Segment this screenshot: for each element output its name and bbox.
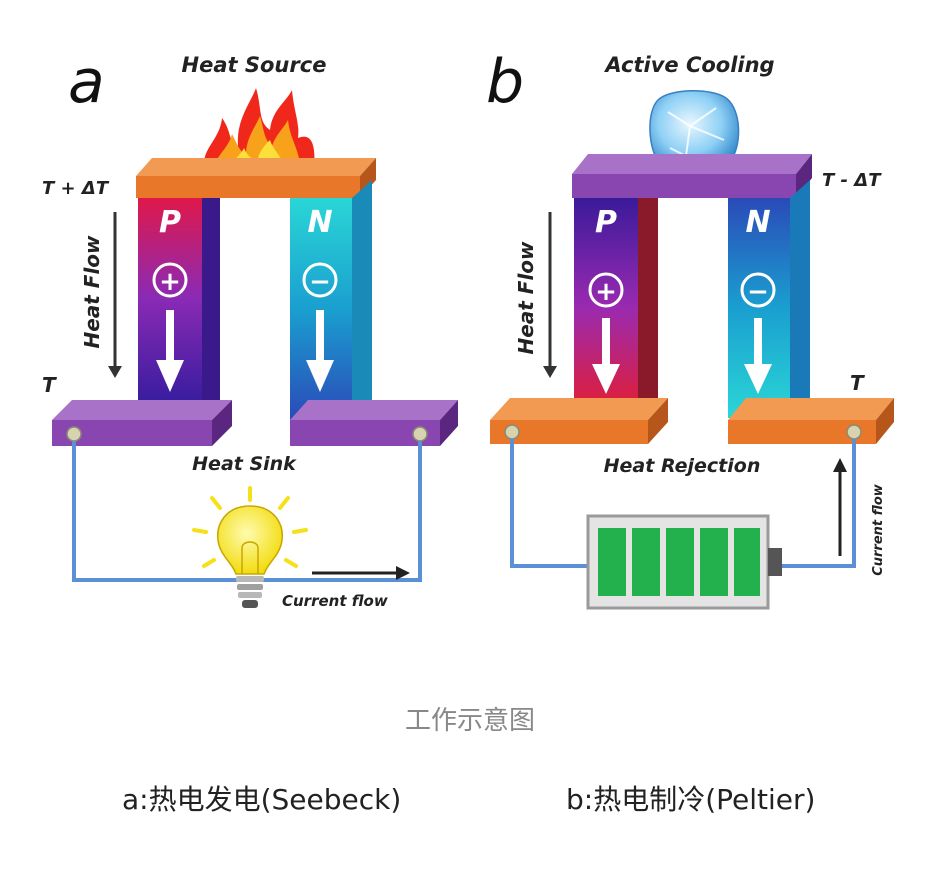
caption-seebeck: a:热电发电(Seebeck) xyxy=(122,783,402,816)
panel-b-n-label: N xyxy=(745,205,770,240)
panel-b-top-label: Active Cooling xyxy=(603,53,774,77)
panel-b-cold-temp: T - ΔT xyxy=(822,170,882,191)
panel-a-top-label: Heat Source xyxy=(182,53,327,77)
panel-b-p-label: P xyxy=(595,205,617,240)
terminal-icon xyxy=(846,424,862,440)
terminal-icon xyxy=(412,426,428,442)
ice-icon xyxy=(649,90,740,174)
panel-b-ambient-temp: T xyxy=(850,371,865,395)
current-arrow-icon xyxy=(312,566,410,580)
panel-b-p-sign: + xyxy=(595,277,617,307)
panel-a-letter: a xyxy=(68,47,105,117)
panel-a-hot-temp: T + ΔT xyxy=(42,178,110,199)
panel-a-cold-temp: T xyxy=(42,373,57,397)
panel-a-current-label: Current flow xyxy=(282,592,388,610)
light-bulb-icon xyxy=(192,486,308,608)
panel-a-heat-flow: Heat Flow xyxy=(80,235,104,349)
panel-a-n-label: N xyxy=(307,205,332,240)
terminal-icon xyxy=(504,424,520,440)
panel-a-n-sign: − xyxy=(309,267,331,297)
panel-a-p-label: P xyxy=(159,205,181,240)
heat-flow-arrow-icon xyxy=(108,212,122,378)
panel-b-heat-flow: Heat Flow xyxy=(514,241,538,355)
terminal-icon xyxy=(66,426,82,442)
positive-icon xyxy=(588,272,624,308)
heat-flow-arrow-icon xyxy=(543,212,557,378)
thermoelectric-diagram: a Heat Source P N + − xyxy=(42,47,894,610)
figure-caption: 工作示意图 xyxy=(404,706,535,736)
positive-icon xyxy=(152,262,188,298)
fire-icon xyxy=(204,88,315,168)
arrow-down-icon xyxy=(156,310,334,392)
negative-icon xyxy=(302,262,338,298)
negative-icon xyxy=(740,272,776,308)
battery-icon xyxy=(586,514,782,610)
panel-b-letter: b xyxy=(486,47,524,117)
panel-a-p-sign: + xyxy=(159,267,181,297)
current-arrow-icon xyxy=(833,458,847,556)
panel-a-middle-label: Heat Sink xyxy=(192,453,297,475)
panel-a: a Heat Source P N + − xyxy=(42,47,458,610)
panel-b-n-sign: − xyxy=(747,277,769,307)
panel-b: b Active Cooling P N + − xyxy=(486,47,894,610)
caption-peltier: b:热电制冷(Peltier) xyxy=(566,783,816,816)
panel-b-current-label: Current flow xyxy=(871,483,886,576)
panel-b-middle-label: Heat Rejection xyxy=(604,455,761,477)
arrow-down-icon xyxy=(592,318,772,394)
